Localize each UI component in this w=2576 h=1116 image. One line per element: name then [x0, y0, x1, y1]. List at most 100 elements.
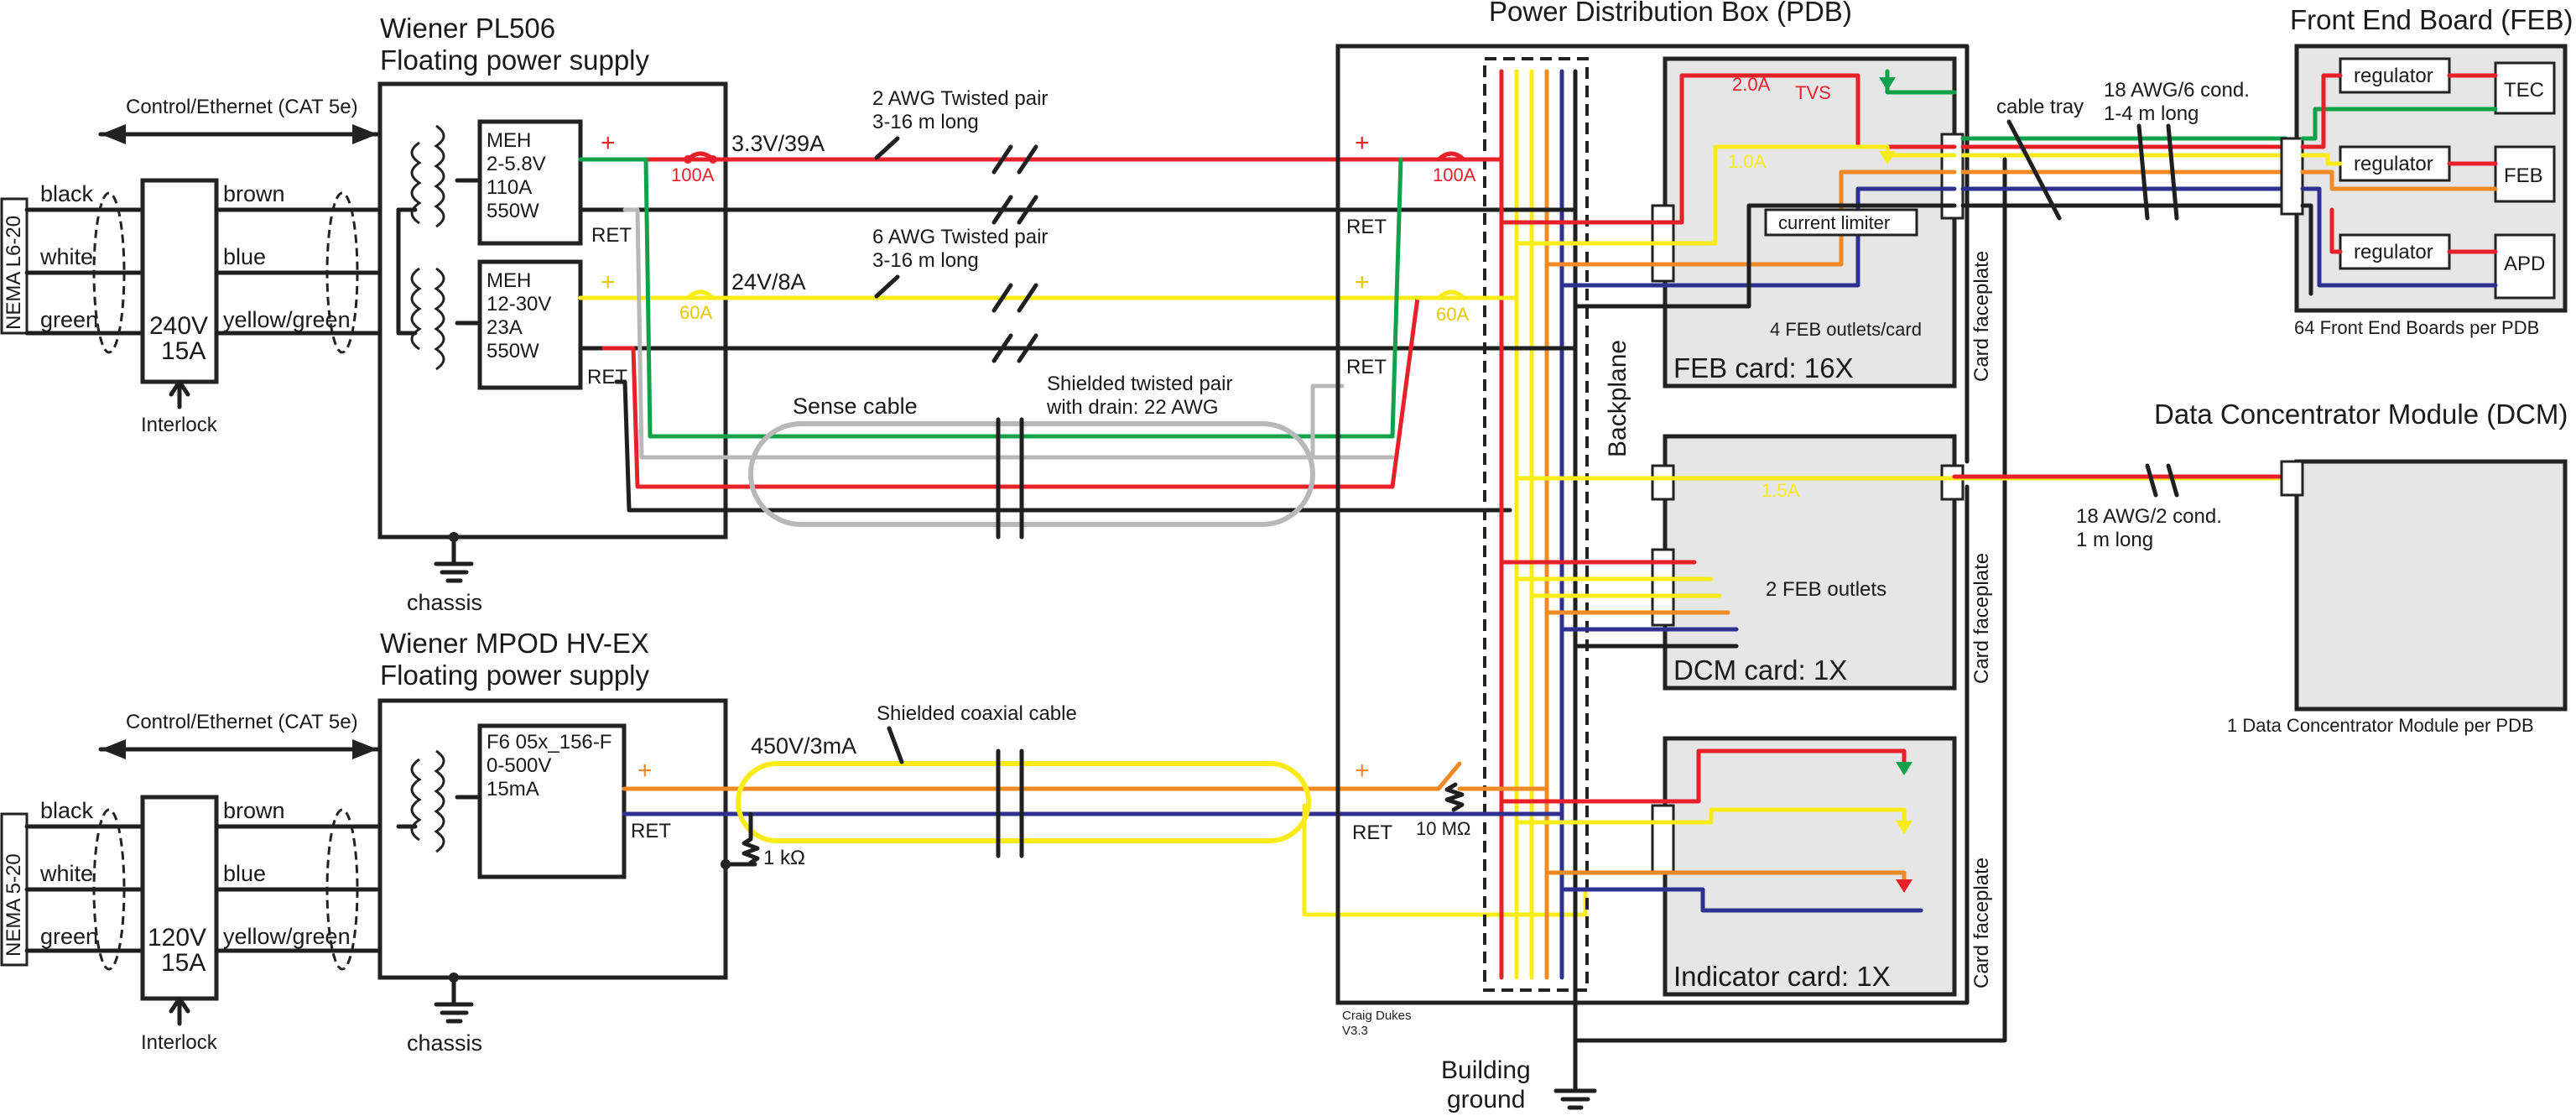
svg-text:Indicator card: 1X: Indicator card: 1X [1673, 961, 1891, 992]
wire-white-label: white [39, 244, 93, 269]
svg-text:64 Front End Boards per PDB: 64 Front End Boards per PDB [2294, 317, 2539, 338]
svg-text:with drain: 22 AWG: with drain: 22 AWG [1046, 396, 1219, 419]
transformer-top-voltage: 240V [149, 312, 208, 340]
svg-text:1.5A: 1.5A [1762, 480, 1800, 501]
svg-text:Wiener MPOD HV-EX: Wiener MPOD HV-EX [380, 628, 649, 659]
svg-text:120V: 120V [148, 924, 206, 952]
svg-text:Building: Building [1441, 1056, 1531, 1084]
wire-black-label: black [40, 181, 94, 206]
svg-text:APD: APD [2504, 253, 2545, 275]
svg-text:Interlock: Interlock [141, 1031, 218, 1054]
svg-text:2-5.8V: 2-5.8V [487, 153, 546, 175]
cable-bundle-ellipse [92, 191, 126, 354]
svg-text:Data Concentrator Module (DCM): Data Concentrator Module (DCM) [2154, 399, 2568, 430]
svg-text:23A: 23A [487, 316, 523, 339]
svg-text:RET: RET [1346, 356, 1387, 378]
svg-text:2 AWG Twisted pair: 2 AWG Twisted pair [872, 87, 1048, 110]
svg-text:F6 05x_156-F: F6 05x_156-F [487, 731, 611, 754]
svg-text:DCM card: 1X: DCM card: 1X [1673, 654, 1847, 686]
svg-text:15mA: 15mA [487, 778, 539, 800]
svg-text:18 AWG/6 cond.: 18 AWG/6 cond. [2104, 79, 2250, 102]
pl506-title: Wiener PL506 [380, 13, 555, 44]
svg-text:24V/8A: 24V/8A [731, 269, 806, 295]
regulator-3 [2339, 233, 2451, 270]
svg-text:white: white [39, 861, 93, 886]
svg-text:2.0A: 2.0A [1732, 74, 1771, 95]
meh-module-1 [477, 119, 583, 246]
svg-text:FEB: FEB [2504, 164, 2543, 187]
indicator-card: Indicator card: 1X Card faceplate [1499, 736, 1993, 997]
svg-text:V3.3: V3.3 [1342, 1024, 1368, 1038]
svg-text:60A: 60A [679, 302, 712, 323]
svg-text:+: + [601, 129, 616, 157]
svg-text:550W: 550W [487, 200, 539, 222]
svg-text:2 FEB outlets: 2 FEB outlets [1766, 578, 1886, 601]
svg-text:TVS: TVS [1795, 82, 1831, 103]
svg-text:+: + [637, 757, 653, 785]
wire-brown-label: brown [223, 181, 285, 206]
interlock-top-label: Interlock [141, 414, 218, 436]
svg-text:regulator: regulator [2354, 241, 2433, 263]
pl506-subtitle: Floating power supply [380, 44, 650, 76]
pdb-title: Power Distribution Box (PDB) [1489, 0, 1852, 27]
feb-output-cable: cable tray 18 AWG/6 cond. 1-4 m long [1960, 79, 2288, 221]
svg-text:10 MΩ: 10 MΩ [1416, 818, 1470, 839]
indicator-card-box [1663, 736, 1957, 997]
svg-text:3.3V/39A: 3.3V/39A [731, 131, 825, 156]
svg-text:ground: ground [1447, 1086, 1525, 1113]
svg-text:black: black [40, 798, 94, 823]
svg-text:100A: 100A [1433, 164, 1476, 185]
wire-blue-label: blue [223, 244, 266, 269]
svg-text:1 kΩ: 1 kΩ [763, 847, 805, 869]
svg-text:RET: RET [631, 820, 671, 842]
svg-text:cable tray: cable tray [1996, 96, 2084, 118]
isolation-transformer-bottom [140, 795, 219, 1001]
svg-text:60A: 60A [1436, 304, 1469, 325]
svg-text:Card faceplate: Card faceplate [1970, 553, 1993, 684]
svg-text:Card faceplate: Card faceplate [1970, 858, 1993, 988]
svg-text:current limiter: current limiter [1778, 212, 1890, 233]
front-end-board: Front End Board (FEB) regulator TEC regu… [2280, 4, 2573, 338]
nema-l6-20-plug [0, 197, 29, 335]
svg-text:Control/Ethernet (CAT 5e): Control/Ethernet (CAT 5e) [126, 711, 358, 733]
svg-text:3-16 m long: 3-16 m long [872, 111, 979, 133]
hv-cable: 1 kΩ Shielded coaxial cable 450V/3mA [622, 702, 1588, 917]
svg-text:+: + [601, 269, 616, 296]
cable-break-marks [991, 144, 1038, 363]
svg-text:1 m long: 1 m long [2076, 529, 2153, 551]
svg-text:Floating power supply: Floating power supply [380, 660, 650, 691]
tec-block [2494, 61, 2556, 115]
nema-l6-20-label: NEMA L6-20 [3, 216, 25, 330]
wire-green-label: green [40, 307, 98, 332]
svg-text:450V/3mA: 450V/3mA [751, 733, 856, 759]
svg-text:regulator: regulator [2354, 65, 2433, 87]
svg-text:3-16 m long: 3-16 m long [872, 249, 979, 272]
feb-card: FEB card: 16X 2.0A TVS 1.0A current limi… [1499, 56, 1993, 389]
svg-text:0-500V: 0-500V [487, 754, 551, 777]
svg-text:chassis: chassis [407, 1030, 482, 1056]
svg-text:TEC: TEC [2504, 79, 2544, 102]
lv-cables: 100A 60A 2 AWG Twisted pair 3-16 m long … [578, 87, 1512, 540]
ac-input-top: NEMA L6-20 black white green 240V 15A In… [0, 96, 380, 436]
svg-text:15A: 15A [161, 949, 206, 977]
current-limiter [1764, 208, 1918, 237]
svg-text:MEH: MEH [487, 269, 531, 292]
apd-block [2494, 233, 2556, 300]
svg-text:1 Data Concentrator Module per: 1 Data Concentrator Module per PDB [2227, 715, 2534, 736]
nema-5-20-plug [0, 812, 29, 967]
svg-text:Sense cable: Sense cable [793, 394, 918, 419]
svg-text:blue: blue [223, 861, 266, 886]
svg-text:Front End Board (FEB): Front End Board (FEB) [2290, 4, 2573, 35]
svg-text:1-4 m long: 1-4 m long [2104, 102, 2199, 125]
svg-text:Card faceplate: Card faceplate [1970, 251, 1993, 382]
svg-text:100A: 100A [671, 164, 715, 185]
dcm-card: DCM card: 1X 1.5A 2 FEB outlets Card fac… [1499, 434, 2309, 691]
wiener-pl506: Wiener PL506 Floating power supply MEH 2… [377, 13, 728, 615]
svg-text:RET: RET [591, 224, 632, 247]
svg-text:12-30V: 12-30V [487, 293, 551, 316]
svg-text:+: + [1355, 757, 1370, 785]
svg-text:RET: RET [1346, 216, 1387, 238]
svg-text:FEB card: 16X: FEB card: 16X [1673, 352, 1854, 383]
svg-text:regulator: regulator [2354, 153, 2433, 175]
